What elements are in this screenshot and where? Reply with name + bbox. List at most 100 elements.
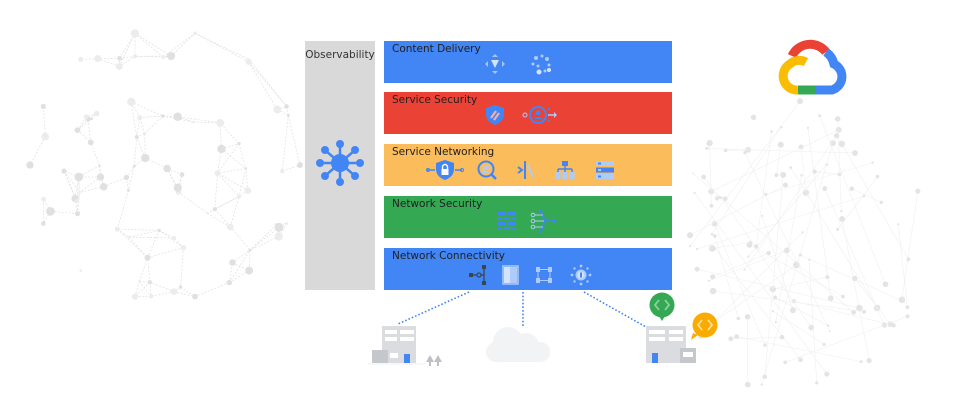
network-node — [712, 234, 717, 238]
network-node — [114, 226, 120, 232]
network-node — [852, 275, 858, 282]
network-edge — [762, 215, 794, 311]
network-node — [94, 55, 102, 63]
network-edge — [249, 224, 277, 251]
network-node — [835, 126, 842, 133]
network-edge — [42, 106, 46, 137]
traffic-director-icon — [514, 159, 536, 181]
cloud-ids-funnel-icon — [530, 208, 558, 234]
network-edge — [706, 148, 855, 154]
network-edge — [248, 59, 287, 107]
network-node — [866, 358, 872, 364]
network-node — [711, 220, 718, 227]
network-node — [274, 222, 284, 232]
layer-label: Network Connectivity — [392, 250, 505, 262]
network-node — [839, 216, 845, 222]
network-node — [898, 296, 906, 303]
network-node — [709, 203, 714, 208]
network-node — [179, 172, 185, 177]
network-edge — [147, 230, 160, 258]
network-node — [695, 247, 699, 251]
network-node — [142, 132, 147, 136]
network-node — [830, 140, 836, 146]
network-node — [719, 196, 723, 199]
layer-label: Network Security — [392, 198, 483, 210]
network-edge — [765, 162, 873, 195]
network-edge — [720, 197, 812, 328]
network-edge — [193, 121, 221, 124]
network-edge — [162, 33, 196, 58]
network-node — [693, 191, 696, 194]
network-edge — [217, 168, 246, 174]
network-edge — [180, 247, 184, 288]
network-node — [83, 114, 89, 120]
network-node — [887, 321, 894, 327]
network-edge — [80, 58, 98, 60]
network-edge — [776, 144, 782, 176]
layer-service-networking: Service Networking — [384, 144, 672, 186]
network-node — [161, 114, 165, 118]
network-edge — [63, 170, 78, 202]
green-code-bubble — [649, 292, 675, 321]
network-node — [244, 167, 248, 170]
network-edge — [248, 61, 278, 110]
identity-aware-proxy-icon — [522, 104, 562, 126]
code-brackets-icon — [696, 319, 714, 331]
network-edge — [151, 291, 175, 297]
network-node — [137, 115, 143, 121]
network-edge — [74, 198, 78, 214]
cloud-cdn-icon — [484, 53, 506, 75]
network-edge — [149, 282, 152, 297]
network-node — [686, 232, 694, 239]
network-node — [761, 214, 764, 217]
network-node — [743, 268, 746, 271]
network-edge — [90, 142, 100, 166]
hub-network-icon — [314, 137, 366, 189]
network-node — [766, 250, 771, 256]
network-edge — [117, 228, 160, 231]
observability-label: Observability — [305, 49, 375, 61]
network-node — [851, 309, 857, 315]
network-edge — [180, 286, 196, 297]
network-node — [74, 172, 84, 182]
cloud-icon — [486, 327, 550, 362]
network-node — [709, 287, 717, 295]
network-node — [226, 223, 234, 231]
network-node — [41, 221, 46, 226]
network-edge — [774, 297, 829, 326]
network-edge — [126, 165, 135, 178]
network-node — [274, 232, 283, 241]
network-edge — [206, 196, 240, 214]
network-node — [783, 360, 788, 365]
network-node — [173, 112, 182, 121]
service-directory-icon — [476, 159, 498, 181]
network-node — [915, 188, 921, 194]
network-node — [46, 206, 55, 216]
network-edge — [177, 116, 194, 123]
network-edge — [134, 55, 164, 58]
network-edge — [711, 129, 839, 192]
network-edge — [139, 115, 163, 119]
network-edge — [177, 116, 221, 124]
network-node — [838, 140, 846, 148]
network-node — [212, 207, 218, 212]
network-node — [789, 166, 793, 169]
network-edge — [119, 33, 136, 59]
network-node — [747, 255, 750, 258]
network-node — [161, 54, 166, 60]
network-edge — [249, 236, 279, 251]
network-node — [98, 164, 101, 167]
network-edge — [134, 281, 140, 297]
network-node — [74, 198, 80, 204]
network-edge — [282, 164, 301, 172]
sphere-network — [26, 29, 303, 300]
network-edge — [730, 336, 783, 340]
network-node — [824, 371, 830, 377]
network-node — [688, 245, 692, 248]
network-node — [760, 383, 763, 386]
network-edge — [117, 228, 130, 238]
building-icon — [368, 326, 442, 366]
network-node — [127, 235, 131, 239]
network-edge — [43, 211, 51, 224]
network-edge — [77, 118, 89, 131]
